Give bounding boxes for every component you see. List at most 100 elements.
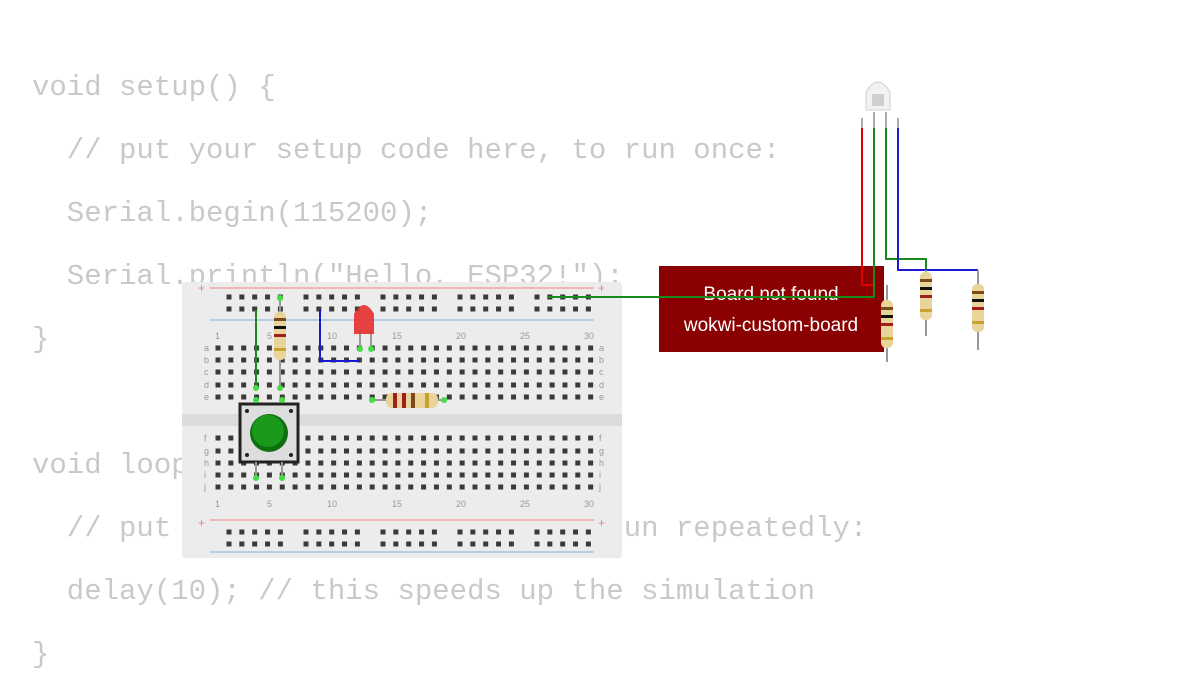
breadboard-hole bbox=[215, 472, 221, 478]
column-number: 15 bbox=[392, 499, 402, 509]
resistor-horizontal[interactable] bbox=[372, 393, 444, 408]
breadboard-hole bbox=[498, 394, 504, 400]
breadboard-hole bbox=[241, 369, 247, 375]
breadboard-hole bbox=[419, 529, 425, 535]
breadboard-hole bbox=[588, 394, 594, 400]
breadboard-hole bbox=[470, 529, 476, 535]
breadboard-hole bbox=[239, 294, 245, 300]
rgb-led-icon[interactable] bbox=[861, 81, 899, 128]
code-line: } bbox=[32, 323, 50, 356]
breadboard-hole bbox=[344, 394, 349, 400]
breadboard-hole bbox=[483, 306, 489, 312]
breadboard-hole bbox=[419, 541, 425, 547]
wire-red[interactable] bbox=[861, 128, 875, 286]
rail-plus-label: + bbox=[598, 281, 605, 295]
breadboard-hole bbox=[395, 472, 401, 478]
breadboard-hole bbox=[395, 435, 401, 441]
breadboard-hole bbox=[511, 357, 517, 363]
breadboard-hole bbox=[483, 529, 489, 535]
breadboard-hole bbox=[431, 306, 437, 312]
breadboard-hole bbox=[395, 369, 401, 375]
breadboard-hole bbox=[457, 541, 463, 547]
breadboard-hole bbox=[393, 294, 399, 300]
breadboard-hole bbox=[380, 294, 386, 300]
breadboard-hole bbox=[536, 460, 542, 466]
red-led-icon[interactable] bbox=[354, 305, 374, 349]
breadboard-hole bbox=[534, 529, 540, 535]
breadboard-hole bbox=[215, 369, 221, 375]
breadboard-hole bbox=[241, 357, 247, 363]
breadboard-hole bbox=[536, 382, 542, 388]
breadboard-hole bbox=[254, 484, 260, 490]
breadboard-hole bbox=[523, 357, 529, 363]
column-number: 20 bbox=[456, 499, 466, 509]
breadboard-hole bbox=[508, 541, 514, 547]
breadboard[interactable]: + + + + 1 5 10 15 20 25 30 1 5 10 15 20 … bbox=[182, 281, 622, 558]
breadboard-hole bbox=[329, 529, 335, 535]
column-number: 1 bbox=[215, 499, 220, 509]
breadboard-hole bbox=[356, 394, 362, 400]
breadboard-hole bbox=[331, 472, 337, 478]
breadboard-hole bbox=[369, 394, 375, 400]
breadboard-hole bbox=[277, 529, 283, 535]
wire-blue[interactable] bbox=[319, 310, 360, 362]
breadboard-hole bbox=[393, 306, 399, 312]
breadboard-hole bbox=[575, 448, 581, 454]
breadboard-hole bbox=[356, 448, 362, 454]
breadboard-hole bbox=[562, 382, 568, 388]
breadboard-hole bbox=[344, 435, 349, 441]
board-error-board-name: wokwi-custom-board bbox=[683, 315, 858, 336]
column-number: 15 bbox=[392, 331, 402, 341]
breadboard-hole bbox=[433, 382, 439, 388]
breadboard-hole bbox=[228, 394, 234, 400]
breadboard-hole bbox=[241, 484, 247, 490]
code-line: delay(10); // this speeds up the simulat… bbox=[32, 575, 816, 608]
breadboard-hole bbox=[408, 472, 414, 478]
breadboard-hole bbox=[226, 294, 232, 300]
breadboard-hole bbox=[431, 529, 437, 535]
breadboard-hole bbox=[215, 357, 221, 363]
resistor-rgb-1[interactable] bbox=[881, 285, 893, 362]
breadboard-hole bbox=[354, 294, 360, 300]
wire-green[interactable] bbox=[885, 128, 927, 270]
breadboard-hole bbox=[549, 484, 555, 490]
breadboard-hole bbox=[226, 529, 232, 535]
breadboard-hole bbox=[305, 460, 311, 466]
row-letter: d bbox=[599, 380, 604, 390]
breadboard-hole bbox=[241, 382, 247, 388]
breadboard-hole bbox=[588, 369, 594, 375]
breadboard-hole bbox=[534, 294, 540, 300]
breadboard-hole bbox=[279, 382, 285, 388]
pushbutton-icon[interactable] bbox=[238, 402, 300, 478]
row-letter: j bbox=[598, 482, 601, 492]
breadboard-hole bbox=[241, 472, 247, 478]
breadboard-hole bbox=[331, 435, 337, 441]
breadboard-hole bbox=[446, 448, 452, 454]
resistor-rgb-2[interactable] bbox=[920, 270, 932, 336]
breadboard-hole bbox=[433, 448, 439, 454]
breadboard-hole bbox=[472, 394, 478, 400]
breadboard-hole bbox=[292, 382, 298, 388]
breadboard-hole bbox=[252, 294, 258, 300]
board-not-found-panel[interactable]: Board not found wokwi-custom-board bbox=[659, 266, 884, 352]
breadboard-hole bbox=[549, 435, 555, 441]
breadboard-hole bbox=[266, 472, 272, 478]
column-number: 20 bbox=[456, 331, 466, 341]
breadboard-hole bbox=[575, 435, 581, 441]
resistor-vertical[interactable] bbox=[274, 298, 286, 388]
breadboard-hole bbox=[380, 541, 386, 547]
breadboard-hole bbox=[331, 460, 337, 466]
breadboard-hole bbox=[252, 529, 258, 535]
breadboard-hole bbox=[329, 294, 335, 300]
row-letter: c bbox=[599, 367, 604, 377]
breadboard-hole bbox=[408, 345, 414, 351]
row-letter: c bbox=[204, 367, 209, 377]
breadboard-hole bbox=[421, 460, 427, 466]
breadboard-hole bbox=[369, 357, 375, 363]
resistor-rgb-3[interactable] bbox=[972, 270, 984, 350]
wire-blue[interactable] bbox=[897, 128, 978, 271]
breadboard-holes bbox=[215, 294, 594, 547]
breadboard-hole bbox=[485, 472, 491, 478]
breadboard-hole bbox=[266, 357, 272, 363]
wire-green[interactable] bbox=[548, 128, 875, 298]
